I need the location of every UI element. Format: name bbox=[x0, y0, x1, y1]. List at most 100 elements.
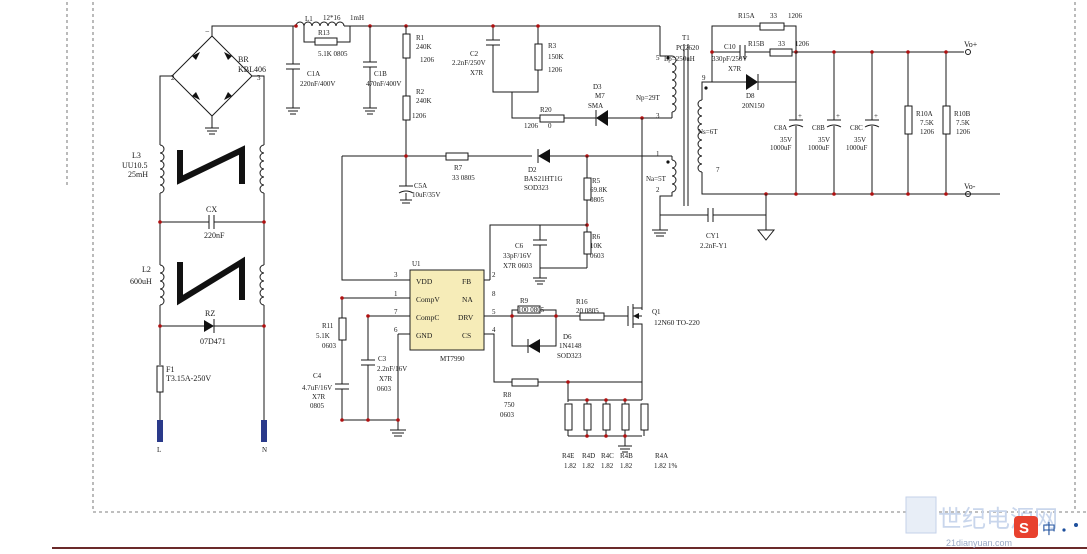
label-C4: C4 bbox=[313, 372, 322, 380]
label-R9: R9 bbox=[520, 297, 529, 305]
transformer-primary bbox=[671, 55, 677, 118]
diode-D6 bbox=[527, 316, 557, 353]
label-C10: C10 bbox=[724, 43, 736, 51]
label-C8B-v: 35V bbox=[818, 136, 830, 144]
label-D3-part: M7 bbox=[595, 92, 605, 100]
pin-num-7: 7 bbox=[394, 308, 398, 316]
label-R3-pkg: 1206 bbox=[548, 66, 563, 74]
pin-compv: CompV bbox=[416, 295, 440, 304]
label-Ns: Ns=6T bbox=[698, 128, 718, 136]
bridge-diode-2 bbox=[224, 52, 232, 60]
watermark: 世纪电源网 21dianyuan.com S 中 bbox=[905, 496, 1078, 548]
label-R4A-value: 1.82 1% bbox=[654, 462, 678, 470]
transformer-aux bbox=[652, 156, 677, 237]
label-U1-part: MT7990 bbox=[440, 355, 465, 363]
bridge-ref: BR bbox=[238, 55, 249, 64]
label-L2-value: 600uH bbox=[130, 277, 152, 286]
label-R16: R16 bbox=[576, 298, 588, 306]
resistor-R15B bbox=[769, 48, 793, 57]
sogou-badge[interactable] bbox=[1014, 516, 1038, 538]
label-C4-value: 4.7uF/16V bbox=[302, 384, 332, 392]
ime-badge[interactable]: 中 bbox=[1042, 521, 1056, 537]
pin-compc: CompC bbox=[416, 313, 439, 322]
label-C2: C2 bbox=[470, 50, 479, 58]
label-R6-value: 10K bbox=[590, 242, 602, 250]
label-U1: U1 bbox=[412, 260, 421, 268]
label-L3-value: UU10.5 bbox=[122, 161, 148, 170]
pin-cs: CS bbox=[462, 331, 471, 340]
label-D2-pkg: SOD323 bbox=[524, 184, 549, 192]
label-R5-value: 69.8K bbox=[590, 186, 607, 194]
mosfet-Q1 bbox=[627, 304, 643, 382]
resistor-R2 bbox=[402, 95, 411, 121]
resistor-R4D bbox=[583, 403, 592, 431]
label-R20: R20 bbox=[540, 106, 552, 114]
label-Np: Np=29T bbox=[636, 94, 661, 102]
label-C3-value: 2.2nF/16V bbox=[377, 365, 407, 373]
label-C10-value: 330pF/250V bbox=[712, 55, 747, 63]
capacitor-C6 bbox=[533, 225, 547, 285]
capacitor-CX bbox=[160, 215, 264, 229]
label-N: N bbox=[262, 446, 267, 454]
label-D6: D6 bbox=[563, 333, 572, 341]
terminal-L bbox=[157, 420, 163, 442]
label-F1-value: T3.15A-250V bbox=[166, 374, 211, 383]
capacitor-C8C bbox=[864, 52, 880, 194]
svg-text:−: − bbox=[205, 27, 210, 36]
label-D3: D3 bbox=[593, 83, 602, 91]
pin-num-1: 1 bbox=[394, 290, 398, 298]
label-RZ-part: 07D471 bbox=[200, 337, 226, 346]
label-R13-value: 5.1K 0805 bbox=[318, 50, 348, 58]
label-Na: Na=5T bbox=[646, 175, 667, 183]
pin-num-8: 8 bbox=[492, 290, 496, 298]
label-R1-pkg: 1206 bbox=[420, 56, 435, 64]
label-CX-value: 220nF bbox=[204, 231, 225, 240]
label-C6: C6 bbox=[515, 242, 524, 250]
label-R15B-pkg: 1206 bbox=[795, 40, 810, 48]
label-pin9: 9 bbox=[702, 74, 706, 82]
pin-drv: DRV bbox=[458, 313, 474, 322]
capacitor-C1B bbox=[363, 26, 377, 115]
label-C4-type: X7R bbox=[312, 393, 326, 401]
label-R20-value: 0 bbox=[548, 122, 552, 130]
diode-D2 bbox=[537, 149, 672, 163]
earth-symbol bbox=[756, 229, 776, 241]
label-CY1: CY1 bbox=[706, 232, 720, 240]
label-R1: R1 bbox=[416, 34, 425, 42]
bridge-diode-4 bbox=[224, 92, 232, 100]
capacitor-C1A bbox=[286, 26, 300, 115]
label-R4C-value: 1.82 bbox=[601, 462, 614, 470]
resistor-R4C bbox=[602, 403, 611, 431]
label-D8: D8 bbox=[746, 92, 755, 100]
bridge-pin2: 2 bbox=[171, 74, 175, 82]
label-R4A: R4A bbox=[655, 452, 668, 460]
label-R10B-pkg: 1206 bbox=[956, 128, 971, 136]
label-C1B-value: 470nF/400V bbox=[366, 80, 401, 88]
dot-aux bbox=[666, 160, 670, 164]
label-C5A-value: 10uF/35V bbox=[412, 191, 440, 199]
resistor-R15A bbox=[759, 22, 785, 31]
label-R4B-value: 1.82 bbox=[620, 462, 633, 470]
label-R10B-value: 7.5K bbox=[956, 119, 970, 127]
watermark-logo-box bbox=[905, 496, 937, 534]
pin-fb: FB bbox=[462, 277, 471, 286]
resistor-R11 bbox=[338, 317, 347, 341]
diode-D8 bbox=[740, 52, 797, 90]
label-C8B: C8B bbox=[812, 124, 825, 132]
label-R11-value: 5.1K bbox=[316, 332, 330, 340]
transformer-core bbox=[683, 44, 689, 206]
label-R5-pkg: 0805 bbox=[590, 196, 605, 204]
label-R5: R5 bbox=[592, 177, 601, 185]
label-R10B: R10B bbox=[954, 110, 971, 118]
label-T1-part: PQ2620 bbox=[676, 44, 699, 52]
label-R3-value: 150K bbox=[548, 53, 564, 61]
inductor-L1 bbox=[295, 21, 660, 27]
label-R15B: R15B bbox=[748, 40, 765, 48]
controller-U1: U1 MT7990 VDD CompV CompC GND FB NA DRV … bbox=[342, 260, 580, 383]
inductor-L2-right bbox=[259, 264, 265, 420]
dot-secondary bbox=[704, 86, 708, 90]
label-R15A-value: 33 bbox=[770, 12, 778, 20]
pin-num-2: 2 bbox=[492, 271, 496, 279]
inductor-L3-right bbox=[259, 144, 265, 265]
